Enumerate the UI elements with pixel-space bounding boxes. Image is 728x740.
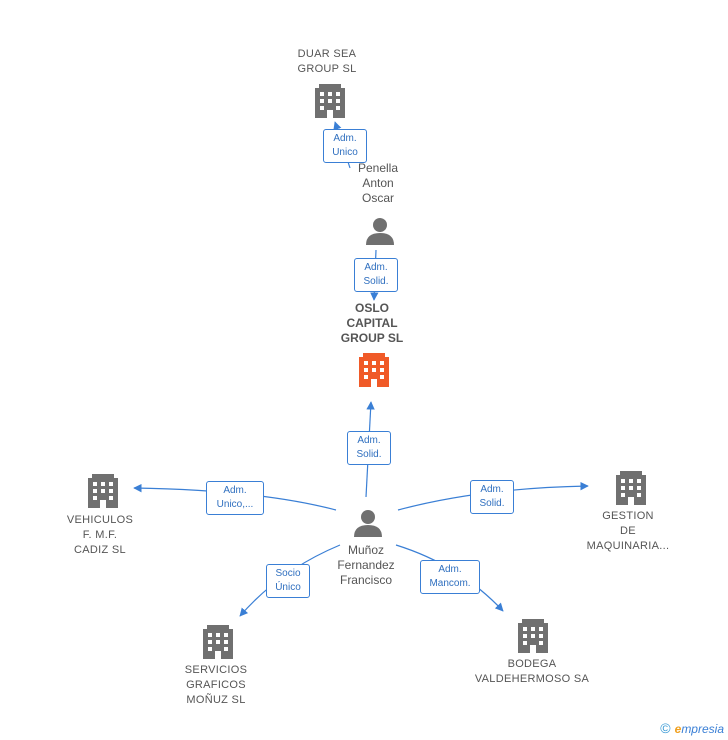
building-icon-duar-sea[interactable] xyxy=(315,84,345,118)
building-icon-servicios[interactable] xyxy=(203,625,233,659)
node-label-munoz[interactable]: Muñoz Fernandez Francisco xyxy=(337,543,395,587)
node-label-bodega[interactable]: BODEGA VALDEHERMOSO SA xyxy=(474,658,590,685)
edge-label-munoz-oslo[interactable]: Adm. Solid. xyxy=(347,431,391,465)
building-icon-bodega[interactable] xyxy=(518,619,548,653)
brand-rest: mpresia xyxy=(681,722,724,736)
node-label-gestion[interactable]: GESTION DE MAQUINARIA... xyxy=(586,510,670,552)
edge-label-penella-oslo[interactable]: Adm. Solid. xyxy=(354,258,398,292)
edge-label-penella-duar[interactable]: Adm. Unico xyxy=(323,129,367,163)
building-icon-oslo[interactable] xyxy=(359,353,389,387)
person-icon-munoz[interactable] xyxy=(354,510,382,537)
edge-label-munoz-vehiculos[interactable]: Adm. Unico,... xyxy=(206,481,264,515)
edge-label-munoz-bodega[interactable]: Adm. Mancom. xyxy=(420,560,480,594)
person-icon-penella[interactable] xyxy=(366,218,394,245)
node-label-vehiculos[interactable]: VEHICULOS F. M.F. CADIZ SL xyxy=(66,514,134,556)
copyright-icon: © xyxy=(660,720,671,736)
node-label-oslo[interactable]: OSLO CAPITAL GROUP SL xyxy=(340,301,404,345)
node-label-duar-sea[interactable]: DUAR SEA GROUP SL xyxy=(297,48,357,75)
building-icon-vehiculos[interactable] xyxy=(88,474,118,508)
node-label-servicios[interactable]: SERVICIOS GRAFICOS MOÑUZ SL xyxy=(184,664,248,706)
empresia-logo: ©empresia xyxy=(660,720,724,736)
brand-initial: e xyxy=(674,722,682,736)
node-label-penella[interactable]: Penella Anton Oscar xyxy=(357,161,399,205)
building-icon-gestion[interactable] xyxy=(616,471,646,505)
brand-name: empresia xyxy=(675,722,724,736)
edge-label-munoz-servicios[interactable]: Socio Único xyxy=(266,564,310,598)
edge-label-munoz-gestion[interactable]: Adm. Solid. xyxy=(470,480,514,514)
